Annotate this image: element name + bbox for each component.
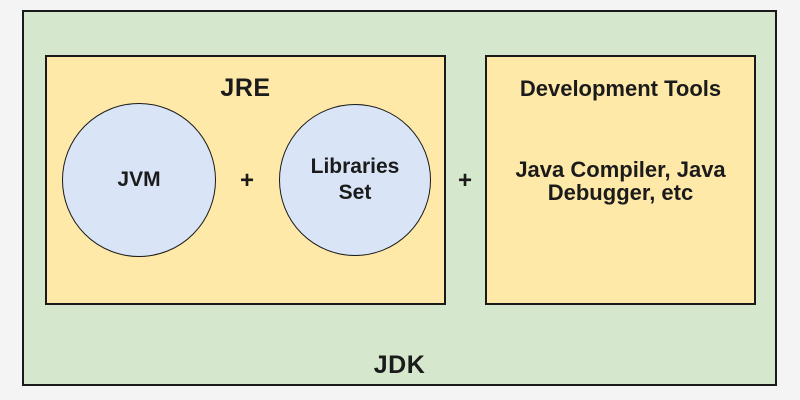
development-tools-box — [485, 55, 756, 305]
libraries-label-line2: Set — [338, 181, 372, 204]
development-tools-body-line1: Java Compiler, Java — [515, 157, 726, 182]
development-tools-body-line2: Debugger, etc — [547, 180, 694, 205]
libraries-label-line1: Libraries — [310, 155, 400, 178]
plus-sign-outer: + — [457, 167, 472, 194]
development-tools-body: Java Compiler, Java Debugger, etc — [485, 158, 756, 204]
libraries-set-label: Libraries Set — [311, 154, 400, 206]
jvm-label: JVM — [117, 168, 161, 191]
jdk-label: JDK — [373, 351, 426, 379]
plus-sign-inner: + — [239, 167, 254, 194]
libraries-set-circle: Libraries Set — [279, 104, 431, 256]
development-tools-title: Development Tools — [519, 76, 722, 101]
jre-title: JRE — [220, 74, 271, 102]
jvm-circle: JVM — [62, 103, 216, 257]
